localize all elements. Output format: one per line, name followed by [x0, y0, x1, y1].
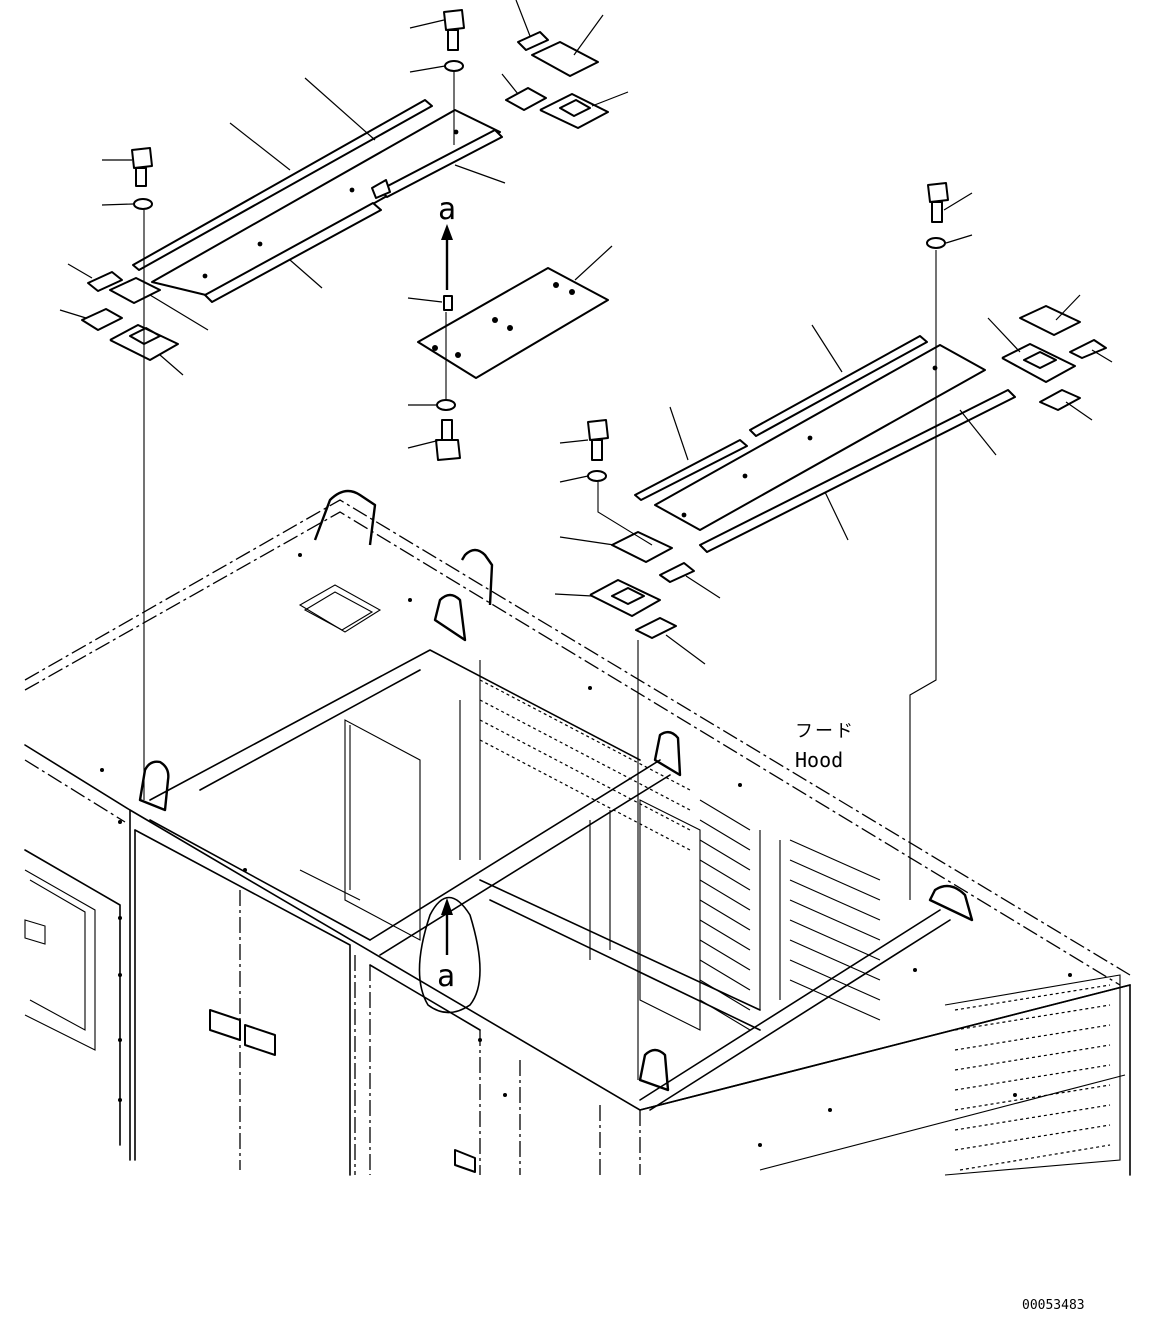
hood-label-jp: フード: [795, 721, 855, 742]
ref-label-a-bottom: a: [437, 959, 456, 994]
shims-and-brackets: [81, 31, 1107, 639]
leader-lines: [59, 0, 1113, 665]
right-rail-assembly: [634, 335, 1016, 553]
assembly-lines: [143, 72, 937, 1080]
ref-arrow-a-top: [441, 224, 453, 290]
left-rail-assembly: [132, 99, 503, 303]
ref-label-a-top: a: [438, 192, 457, 227]
hood-label-en: Hood: [795, 748, 844, 772]
ref-arrow-a-bottom: [418, 896, 481, 1014]
center-plate: [417, 267, 609, 379]
drawing-number: 00053483: [1022, 1298, 1085, 1313]
hood-body: [24, 489, 1131, 1176]
bolts-and-washers: [131, 9, 949, 482]
